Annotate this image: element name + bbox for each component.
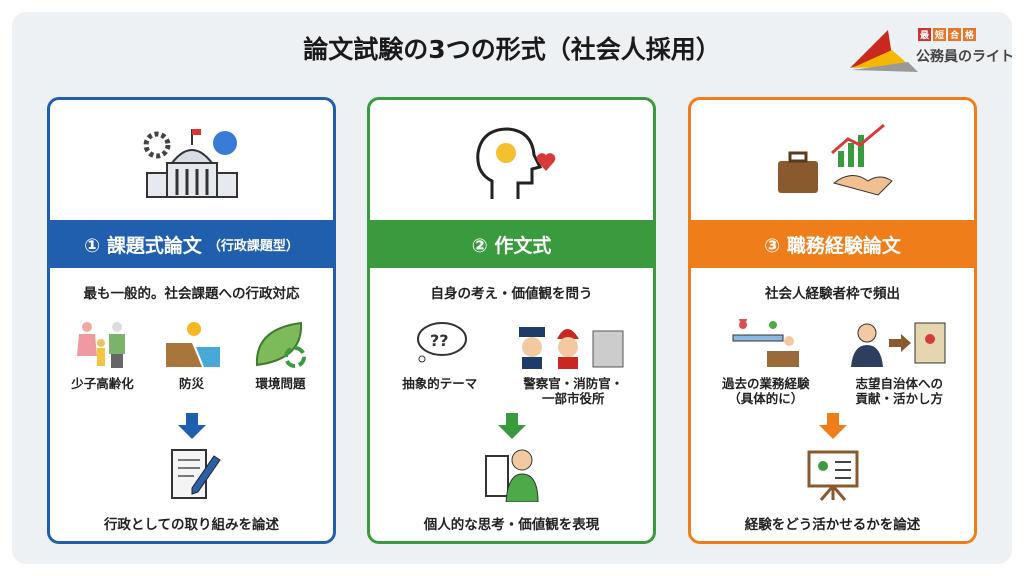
card-subtitle: 最も一般的。社会課題への行政対応 [83, 286, 300, 302]
svg-text:??: ?? [430, 331, 449, 350]
leaf-recycle-icon [251, 318, 311, 370]
down-arrow-icon [497, 413, 526, 439]
card-footer: 行政としての取り組みを論述 [103, 517, 280, 533]
card-footer: 経験をどう活かせるかを論述 [744, 517, 921, 533]
topic-item: 過去の業務経験 （具体的に） [706, 318, 826, 406]
briefcase-handshake-chart-icon [691, 118, 974, 208]
timeline-desk-icon [731, 318, 801, 370]
head-idea-icon [370, 118, 653, 208]
card-sakubun-shiki: ② 作文式 自身の考え・価値観を問う ??抽象的テーマ 警察官・消防官・ 一部市… [367, 97, 656, 544]
card-footer: 個人的な思考・価値観を表現 [423, 517, 600, 533]
topic-item: 志望自治体への 貢献・活かし方 [839, 318, 959, 406]
card-subtitle: 社会人経験者枠で頻出 [765, 286, 900, 302]
topic-item: 防災 [147, 318, 236, 391]
logo-sail-icon [850, 30, 918, 72]
person-writing-icon [484, 449, 539, 502]
page-title: 論文試験の3つの形式（社会人採用） [303, 35, 721, 64]
card-heading: ② 作文式 [370, 220, 653, 268]
thought-bubble-icon: ?? [410, 318, 470, 370]
card-subtitle: 自身の考え・価値観を問う [430, 286, 593, 302]
government-building-icon [50, 118, 333, 208]
disaster-icon [162, 318, 222, 370]
topic-item: 少子高齢化 [58, 318, 147, 391]
police-fire-icon [513, 318, 633, 370]
card-heading: ③ 職務経験論文 [691, 220, 974, 268]
document-pen-icon [170, 449, 221, 499]
topic-item: ??抽象的テーマ [380, 318, 500, 406]
down-arrow-icon [177, 413, 206, 439]
logo: 最短合格 公務員のライト [848, 26, 1018, 76]
down-arrow-icon [818, 413, 847, 439]
card-heading: ① 課題式論文（行政課題型） [50, 220, 333, 268]
topic-item: 警察官・消防官・ 一部市役所 [503, 318, 643, 406]
family-icon [73, 318, 133, 370]
card-kadai-shiki: ① 課題式論文（行政課題型） 最も一般的。社会課題への行政対応 少子高齢化 防災… [47, 97, 336, 544]
person-map-icon [849, 318, 949, 370]
card-shokumu-keiken: ③ 職務経験論文 社会人経験者枠で頻出 過去の業務経験 （具体的に） 志望自治体… [688, 97, 977, 544]
topic-item: 環境問題 [236, 318, 325, 391]
presentation-board-icon [807, 450, 858, 501]
